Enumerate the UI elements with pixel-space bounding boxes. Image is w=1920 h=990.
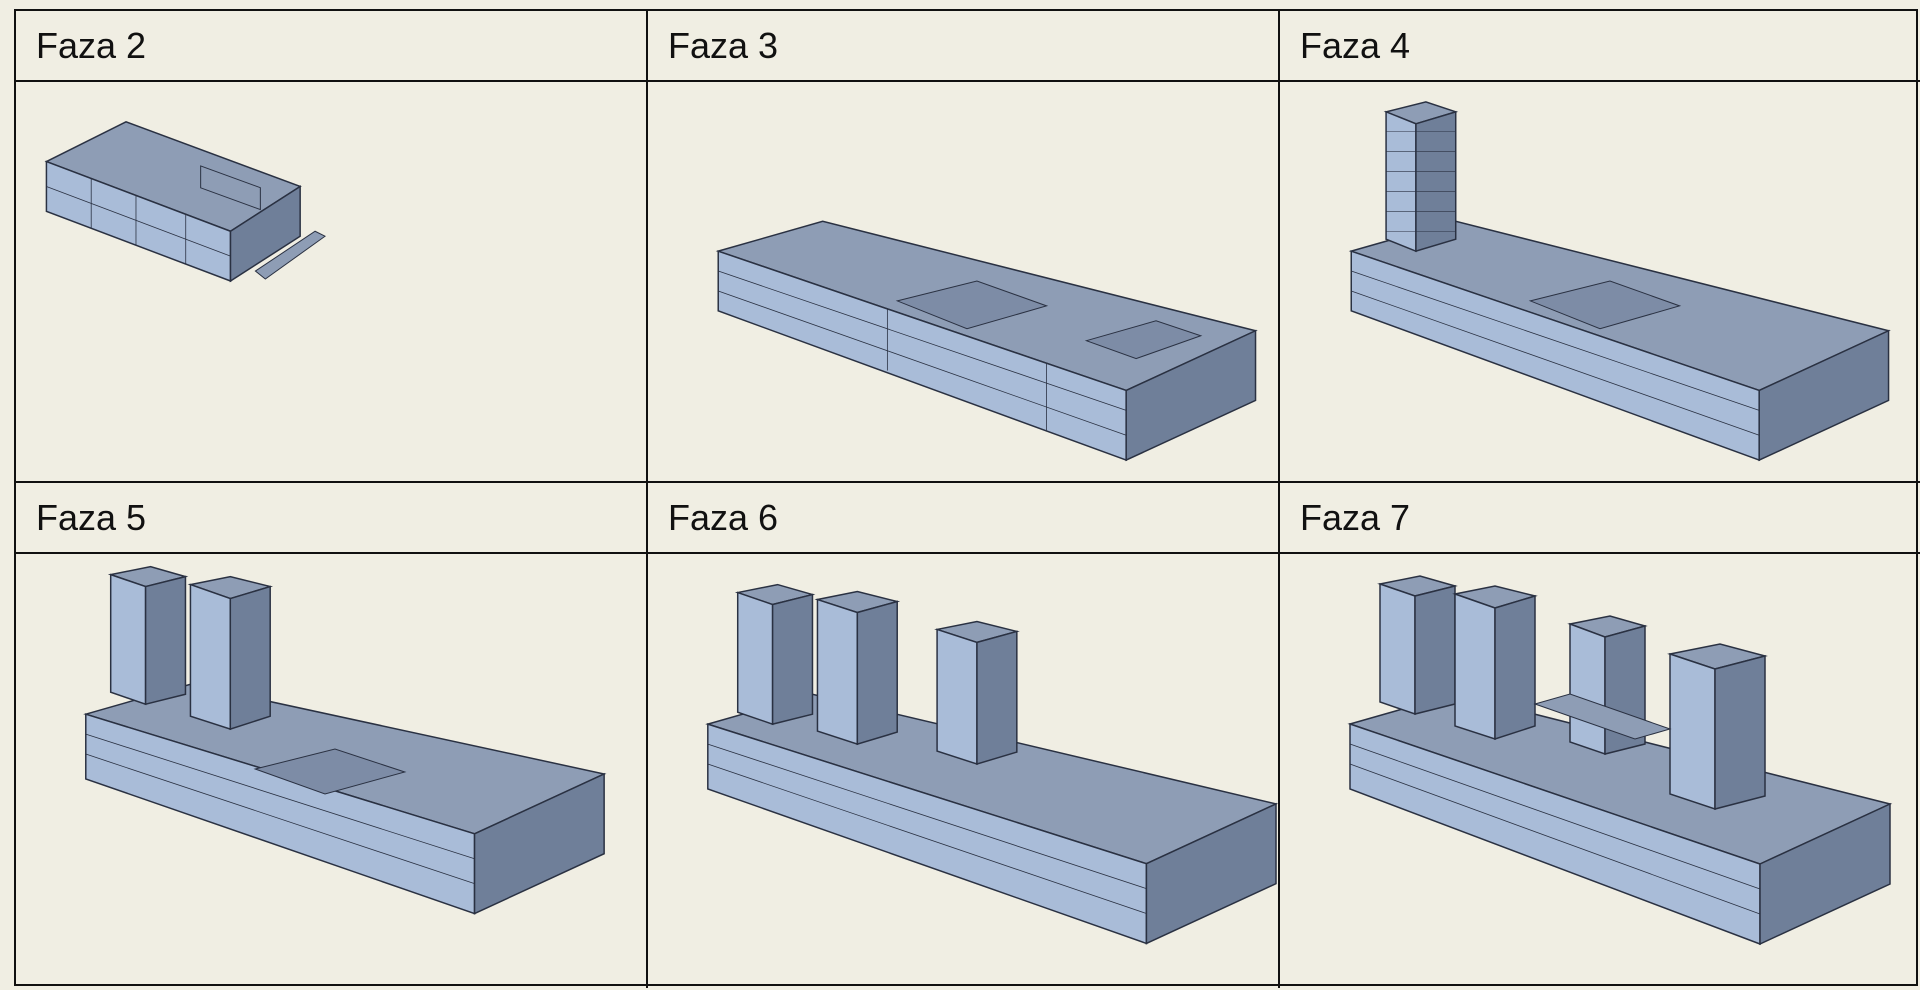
- tower-block: [814, 590, 901, 746]
- building-model-phase-7: [1347, 575, 1893, 946]
- building-model-phase-2: [44, 120, 326, 283]
- panel-image-phase-7: [1280, 554, 1920, 988]
- panel-image-phase-6: [648, 554, 1280, 988]
- podium-block: [83, 683, 607, 915]
- panel-title-phase-3: Faza 3: [648, 11, 1280, 82]
- building-model-phase-6: [705, 583, 1278, 945]
- panel-title-phase-6: Faza 6: [648, 483, 1280, 554]
- panel-title-phase-4: Faza 4: [1280, 11, 1920, 82]
- tower-block: [1383, 101, 1459, 253]
- panel-image-phase-4: [1280, 82, 1920, 483]
- phase-grid: Faza 2 Faza 3 Faza 4: [14, 9, 1920, 988]
- panel-title-phase-7: Faza 7: [1280, 483, 1920, 554]
- tower-block: [187, 575, 274, 731]
- panel-image-phase-2: [16, 82, 648, 483]
- tower-block: [734, 583, 816, 726]
- tower-block: [1667, 643, 1768, 811]
- tower-block: [107, 565, 189, 706]
- panel-title-phase-5: Faza 5: [16, 483, 648, 554]
- tower-block: [1452, 585, 1538, 741]
- panel-image-phase-3: [648, 82, 1280, 483]
- bridge-structure: [1533, 693, 1672, 740]
- panel-title-phase-2: Faza 2: [16, 11, 648, 82]
- building-model-phase-5: [83, 565, 607, 915]
- panel-image-phase-5: [16, 554, 648, 988]
- tower-block: [1377, 575, 1458, 716]
- podium-block: [44, 120, 326, 283]
- building-model-phase-4: [1348, 101, 1891, 462]
- podium-block: [715, 220, 1258, 462]
- tower-block: [934, 620, 1020, 766]
- podium-block: [1348, 220, 1891, 462]
- building-model-phase-3: [715, 220, 1258, 462]
